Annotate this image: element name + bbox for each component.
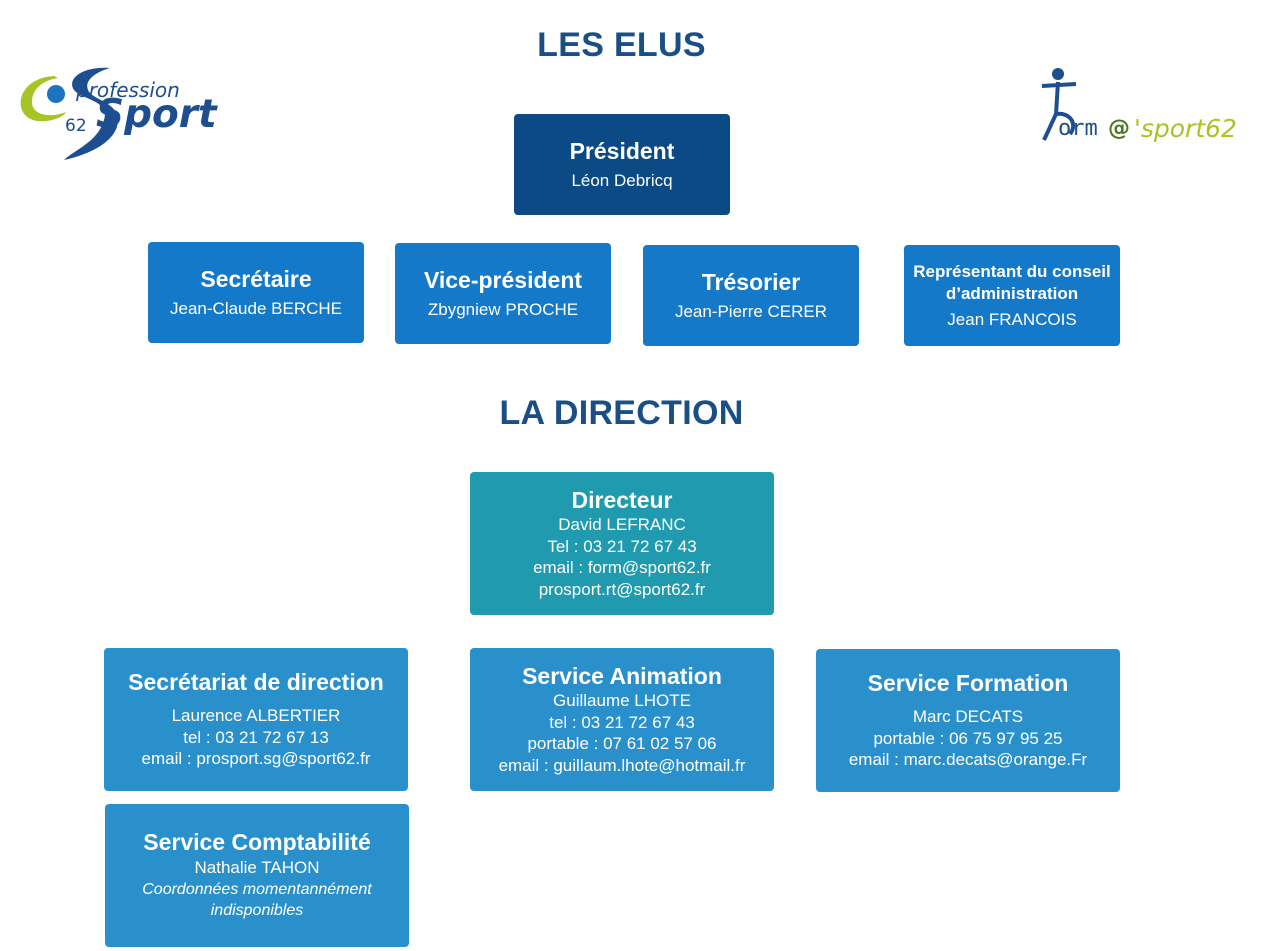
comptabilite-box: Service Comptabilité Nathalie TAHON Coor… [105,804,409,947]
comptabilite-note-line1: Coordonnées momentannément [142,880,372,898]
representant-title-line2: d’administration [945,283,1079,303]
logo-right-text-sport: 'sport62 [1134,114,1237,143]
vice-president-box: Vice-président Zbygniew PROCHE [395,243,611,344]
animation-email: email : guillaum.lhote@hotmail.fr [498,755,746,775]
logo-right-at-icon: @ [1108,116,1130,141]
president-name: Léon Debricq [571,170,673,190]
secretariat-box: Secrétariat de direction Laurence ALBERT… [104,648,408,791]
animation-portable: portable : 07 61 02 57 06 [527,734,717,754]
tresorier-name: Jean-Pierre CERER [674,301,828,321]
running-figure-icon [1041,68,1077,141]
formation-title: Service Formation [867,670,1069,697]
directeur-box: Directeur David LEFRANC Tel : 03 21 72 6… [470,472,774,615]
representant-name: Jean FRANCOIS [947,309,1077,329]
secretaire-title: Secrétaire [200,265,312,292]
directeur-tel: Tel : 03 21 72 67 43 [547,536,697,556]
vice-president-name: Zbygniew PROCHE [427,299,579,319]
secretariat-tel: tel : 03 21 72 67 13 [183,727,329,747]
tresorier-box: Trésorier Jean-Pierre CERER [643,245,859,346]
secretariat-email: email : prosport.sg@sport62.fr [141,749,371,769]
directeur-email: email : form@sport62.fr [533,558,711,578]
formation-portable: portable : 06 75 97 95 25 [873,728,1063,748]
heading-la-direction: LA DIRECTION [499,394,744,432]
animation-tel: tel : 03 21 72 67 43 [549,712,695,732]
directeur-title: Directeur [571,486,673,513]
secretariat-name: Laurence ALBERTIER [171,706,341,726]
president-box: Président Léon Debricq [514,114,730,215]
secretariat-title: Secrétariat de direction [128,669,384,696]
directeur-email2: prosport.rt@sport62.fr [538,579,706,599]
logo-left-text-top: profession [76,78,180,102]
directeur-name: David LEFRANC [558,515,686,535]
comptabilite-note-line2: indisponibles [210,902,304,920]
representant-box: Représentant du conseil d’administration… [904,245,1120,346]
formation-box: Service Formation Marc DECATS portable :… [816,649,1120,792]
profession-sport-logo: profession 62 Sport [14,64,217,164]
secretaire-box: Secrétaire Jean-Claude BERCHE [148,242,364,343]
logo-right-text-orm: orm [1058,116,1098,141]
comptabilite-title: Service Comptabilité [143,829,371,856]
logo-left-text-main: Sport [96,92,217,137]
animation-name: Guillaume LHOTE [553,691,691,711]
forma-sport-logo: orm @ 'sport62 [1036,66,1248,152]
profession-sport-logo-graphic [20,67,118,160]
representant-title-line1: Représentant du conseil [913,261,1111,281]
president-title: Président [569,137,675,164]
heading-les-elus: LES ELUS [537,26,706,64]
logo-left-number: 62 [65,116,87,136]
vice-president-title: Vice-président [423,266,583,293]
secretaire-name: Jean-Claude BERCHE [170,298,342,318]
tresorier-title: Trésorier [701,268,801,295]
animation-title: Service Animation [522,662,722,689]
formation-name: Marc DECATS [912,707,1024,727]
comptabilite-name: Nathalie TAHON [194,858,320,878]
animation-box: Service Animation Guillaume LHOTE tel : … [470,648,774,791]
formation-email: email : marc.decats@orange.Fr [848,750,1088,770]
